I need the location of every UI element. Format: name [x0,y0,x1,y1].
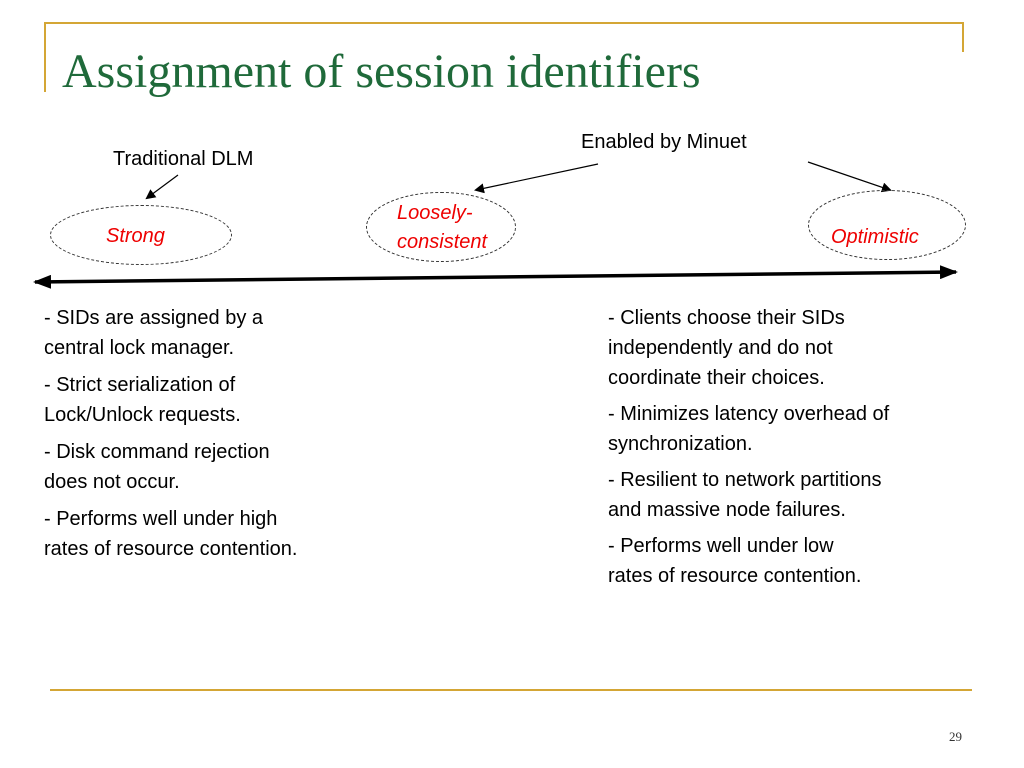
title-frame-right [962,22,964,52]
loosely-consistent-ellipse [366,192,516,262]
right-bullet-1: - Clients choose their SIDs independentl… [608,307,845,389]
optimistic-label: Optimistic [831,226,919,248]
spectrum-axis [33,265,958,289]
right-bullet-4: - Performs well under low rates of resou… [608,535,862,587]
title-frame-top [44,22,964,24]
left-bullet-3: - Disk command rejection does not occur. [44,441,270,493]
loosely-label-line1: Loosely- [397,202,473,224]
left-bullet-1: - SIDs are assigned by a central lock ma… [44,307,263,359]
pointer-minuet-optimistic [807,161,892,193]
right-bullet-2: - Minimizes latency overhead of synchron… [608,403,890,455]
left-bullet-list: - SIDs are assigned by a central lock ma… [44,303,404,571]
left-bullet-4: - Performs well under high rates of reso… [44,508,298,560]
spectrum-arrows [33,161,958,289]
page-number: 29 [949,729,962,744]
pointer-minuet-loosely [474,163,599,194]
pointer-traditional [145,174,179,200]
right-bullet-3: - Resilient to network partitions and ma… [608,469,882,521]
strong-ellipse [50,205,232,265]
traditional-dlm-label: Traditional DLM [113,148,254,170]
title-frame-left [44,22,46,92]
slide-title: Assignment of session identifiers [62,45,701,98]
optimistic-ellipse [808,190,966,260]
strong-label: Strong [106,225,165,247]
footer-divider [50,689,972,691]
loosely-label-line2: consistent [397,231,488,253]
left-bullet-2: - Strict serialization of Lock/Unlock re… [44,374,241,426]
right-bullet-list: - Clients choose their SIDs independentl… [608,303,988,597]
enabled-by-minuet-label: Enabled by Minuet [581,131,747,153]
